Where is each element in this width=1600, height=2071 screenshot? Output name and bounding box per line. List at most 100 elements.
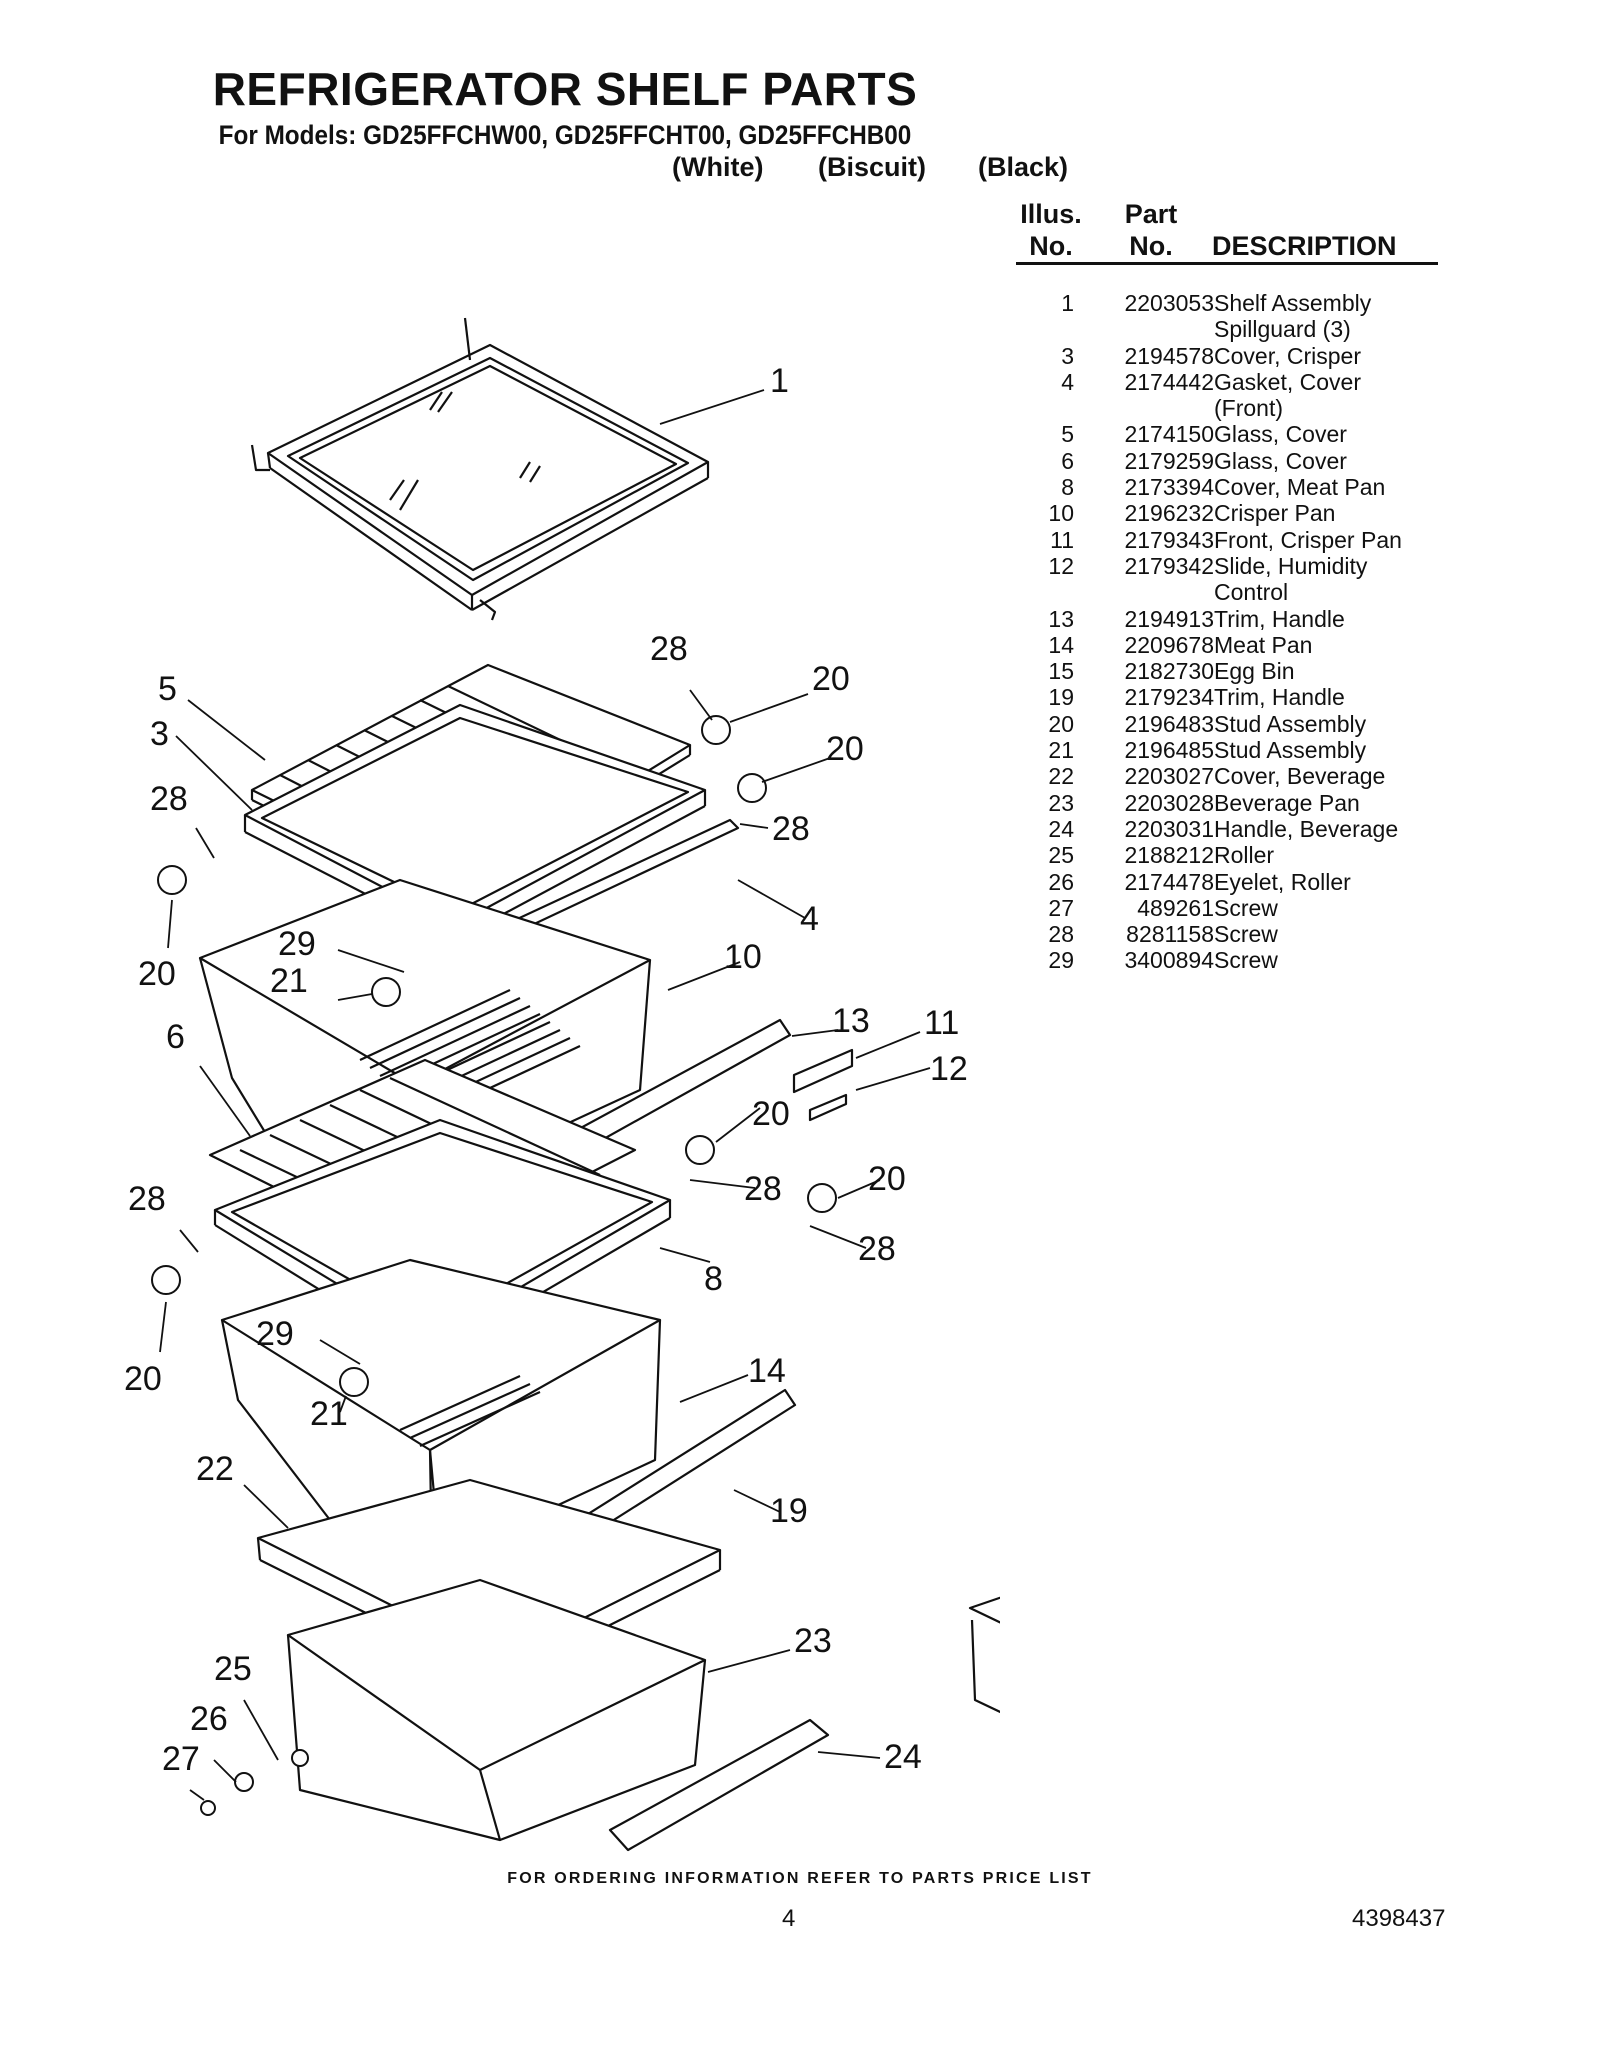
callout-28: 28 bbox=[150, 780, 188, 818]
part-description: Control bbox=[1214, 579, 1289, 606]
column-header-part: Part No. bbox=[1124, 199, 1178, 261]
illus-number: 27 bbox=[1048, 894, 1074, 921]
part-description: Screw bbox=[1214, 921, 1278, 948]
ordering-note: FOR ORDERING INFORMATION REFER TO PARTS … bbox=[507, 1870, 1093, 1887]
part-description: Screw bbox=[1214, 947, 1278, 974]
part-number: 2203053 bbox=[1124, 290, 1214, 316]
part-description: Trim, Handle bbox=[1214, 684, 1345, 711]
part-description: Cover, Meat Pan bbox=[1214, 474, 1386, 501]
exploded-view-diagram: 1282053202828420291021131161220282028288… bbox=[124, 317, 1000, 1852]
part-number: 8281158 bbox=[1126, 921, 1214, 948]
part-number: 2174442 bbox=[1124, 368, 1214, 395]
part-number: 2209678 bbox=[1124, 631, 1214, 658]
part-description: Gasket, Cover bbox=[1214, 368, 1361, 395]
callout-8: 8 bbox=[704, 1260, 723, 1298]
part-description: Stud Assembly bbox=[1214, 710, 1367, 737]
callout-20: 20 bbox=[752, 1095, 790, 1133]
part-description: Eyelet, Roller bbox=[1214, 868, 1351, 895]
callout-20: 20 bbox=[124, 1360, 162, 1398]
illus-number: 1 bbox=[1061, 290, 1074, 316]
illus-number: 14 bbox=[1048, 631, 1074, 658]
callout-5: 5 bbox=[158, 670, 177, 708]
illus-number: 24 bbox=[1048, 815, 1074, 842]
part-description: Cover, Crisper bbox=[1214, 342, 1361, 369]
callout-14: 14 bbox=[748, 1352, 786, 1390]
callout-12: 12 bbox=[930, 1050, 968, 1088]
egg-bin-drawing bbox=[968, 1596, 1000, 1714]
part-description: Spillguard (3) bbox=[1214, 316, 1351, 343]
part-description: Crisper Pan bbox=[1214, 500, 1336, 527]
part-number: 2174150 bbox=[1124, 421, 1214, 448]
column-header-illus: Illus. No. bbox=[1020, 199, 1082, 261]
part-description: Trim, Handle bbox=[1214, 605, 1345, 632]
callout-29: 29 bbox=[256, 1315, 294, 1353]
part-description: Screw bbox=[1214, 894, 1278, 921]
color-white-label: (White) bbox=[672, 152, 764, 182]
callout-23: 23 bbox=[794, 1622, 832, 1660]
illus-number: 19 bbox=[1048, 684, 1074, 711]
illus-number: 20 bbox=[1048, 710, 1074, 737]
illus-number: 25 bbox=[1048, 842, 1074, 869]
callout-1: 1 bbox=[770, 362, 789, 400]
illus-number: 15 bbox=[1048, 658, 1074, 685]
part-description: Stud Assembly bbox=[1214, 737, 1367, 764]
part-description: Beverage Pan bbox=[1214, 789, 1360, 816]
callout-28: 28 bbox=[744, 1170, 782, 1208]
part-number: 2182730 bbox=[1124, 658, 1214, 685]
callout-11: 11 bbox=[924, 1004, 959, 1042]
part-number: 2179343 bbox=[1124, 526, 1214, 553]
beverage-pan-drawing bbox=[286, 1578, 707, 1842]
part-description: Front, Crisper Pan bbox=[1214, 526, 1402, 553]
illus-number: 11 bbox=[1050, 526, 1074, 553]
part-description: Handle, Beverage bbox=[1214, 815, 1399, 842]
table-row: (Front) bbox=[1016, 395, 1446, 421]
callout-28: 28 bbox=[128, 1180, 166, 1218]
page-title: REFRIGERATOR SHELF PARTS bbox=[212, 63, 918, 115]
stud-fasteners bbox=[151, 715, 837, 1816]
part-number: 2179234 bbox=[1124, 684, 1214, 711]
callout-3: 3 bbox=[150, 715, 169, 753]
part-description: Slide, Humidity bbox=[1214, 552, 1368, 579]
humidity-slide-drawing bbox=[808, 1093, 848, 1122]
model-list: For Models: GD25FFCHW00, GD25FFCHT00, GD… bbox=[218, 120, 912, 150]
part-description: Meat Pan bbox=[1214, 631, 1313, 658]
callout-21: 21 bbox=[310, 1395, 348, 1433]
part-number: 2203028 bbox=[1124, 789, 1214, 816]
callout-28: 28 bbox=[650, 630, 688, 668]
part-number: 2196483 bbox=[1124, 710, 1214, 737]
illus-number: 26 bbox=[1048, 868, 1074, 895]
illus-number: 8 bbox=[1061, 474, 1074, 501]
part-description: Egg Bin bbox=[1214, 658, 1295, 685]
table-row: Control bbox=[1016, 579, 1446, 605]
callout-25: 25 bbox=[214, 1650, 252, 1688]
part-number: 2188212 bbox=[1124, 842, 1214, 869]
callout-20: 20 bbox=[138, 955, 176, 993]
callout-20: 20 bbox=[868, 1160, 906, 1198]
callout-22: 22 bbox=[196, 1450, 234, 1488]
part-number: 2196232 bbox=[1124, 500, 1214, 527]
column-header-description: DESCRIPTION bbox=[1212, 231, 1397, 261]
illus-number: 12 bbox=[1048, 552, 1074, 579]
illus-number: 28 bbox=[1048, 921, 1074, 948]
part-number: 3400894 bbox=[1124, 947, 1214, 974]
